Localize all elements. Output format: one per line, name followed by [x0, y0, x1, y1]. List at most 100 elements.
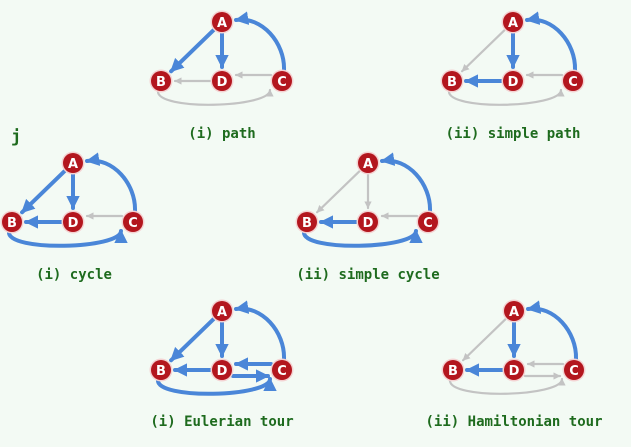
node-label: D — [68, 216, 79, 231]
node-label: D — [363, 216, 374, 231]
node-label: B — [156, 75, 166, 90]
label-simple-path: (ii) simple path — [445, 126, 581, 142]
node-a: A — [210, 299, 234, 323]
node-circle — [151, 71, 171, 91]
edge-b-c — [156, 377, 277, 396]
node-circle — [212, 12, 232, 32]
node-c: C — [270, 358, 294, 382]
node-d: D — [61, 210, 85, 234]
node-label: C — [277, 75, 287, 90]
node-a: A — [356, 151, 380, 175]
node-b: B — [440, 69, 464, 93]
node-label: C — [423, 216, 433, 231]
node-d: D — [502, 358, 526, 382]
node-label: B — [156, 364, 166, 379]
edge-a-b — [20, 169, 67, 215]
node-circle — [564, 360, 584, 380]
label-cycle: (i) cycle — [36, 267, 112, 283]
node-circle — [503, 12, 523, 32]
graph-path: A B D C — [149, 10, 294, 106]
node-b: B — [149, 69, 173, 93]
edge-b-c — [302, 229, 423, 248]
node-circle — [151, 360, 171, 380]
node-label: A — [508, 16, 518, 31]
node-label: C — [128, 216, 138, 231]
node-label: D — [217, 364, 228, 379]
node-label: C — [569, 364, 579, 379]
node-c: C — [416, 210, 440, 234]
node-label: D — [508, 75, 519, 90]
edge-c-a — [234, 11, 287, 72]
graph-simple-cycle: A B D C — [295, 151, 440, 248]
label-simple-cycle: (ii) simple cycle — [296, 267, 440, 283]
node-d: D — [501, 69, 525, 93]
edge-c-a — [380, 152, 433, 213]
node-label: A — [68, 157, 78, 172]
node-circle — [212, 360, 232, 380]
panel-letter: j — [11, 127, 22, 147]
node-circle — [212, 301, 232, 321]
graph-eulerian-tour: A B D C — [149, 299, 294, 396]
node-circle — [2, 212, 22, 232]
node-circle — [272, 71, 292, 91]
graph-cycle: A B D C — [0, 151, 145, 248]
node-circle — [63, 153, 83, 173]
node-circle — [63, 212, 83, 232]
edge-a-b — [169, 317, 216, 363]
label-hamiltonian-tour: (ii) Hamiltonian tour — [425, 414, 603, 430]
node-c: C — [561, 69, 585, 93]
node-label: A — [217, 305, 227, 320]
node-label: A — [509, 305, 519, 320]
node-a: A — [502, 299, 526, 323]
node-d: D — [210, 358, 234, 382]
node-circle — [504, 360, 524, 380]
node-c: C — [270, 69, 294, 93]
edge-c-a — [525, 11, 578, 72]
edge-a-b — [460, 29, 506, 73]
node-circle — [563, 71, 583, 91]
node-d: D — [210, 69, 234, 93]
node-label: C — [277, 364, 287, 379]
node-d: D — [356, 210, 380, 234]
node-a: A — [61, 151, 85, 175]
graph-hamiltonian-tour: A B D C — [441, 299, 586, 395]
node-label: B — [7, 216, 17, 231]
edge-b-c — [156, 88, 274, 106]
node-label: C — [568, 75, 578, 90]
edge-c-a — [234, 300, 287, 361]
node-circle — [358, 212, 378, 232]
edge-b-c — [7, 229, 128, 248]
edge-a-b — [461, 318, 507, 362]
node-circle — [272, 360, 292, 380]
node-c: C — [562, 358, 586, 382]
node-label: D — [509, 364, 520, 379]
node-circle — [443, 360, 463, 380]
node-circle — [504, 301, 524, 321]
node-b: B — [0, 210, 24, 234]
edge-b-c — [447, 88, 565, 106]
node-circle — [503, 71, 523, 91]
node-label: D — [217, 75, 228, 90]
node-circle — [123, 212, 143, 232]
node-label: B — [448, 364, 458, 379]
node-b: B — [295, 210, 319, 234]
edge-b-c — [448, 377, 566, 395]
node-a: A — [501, 10, 525, 34]
edge-c-a — [85, 152, 138, 213]
node-label: B — [302, 216, 312, 231]
edge-a-b — [315, 170, 361, 214]
node-label: B — [447, 75, 457, 90]
node-circle — [358, 153, 378, 173]
node-a: A — [210, 10, 234, 34]
node-circle — [442, 71, 462, 91]
graph-simple-path: A B D C — [440, 10, 585, 106]
node-b: B — [441, 358, 465, 382]
edge-a-b — [169, 28, 216, 74]
node-b: B — [149, 358, 173, 382]
node-circle — [297, 212, 317, 232]
node-circle — [418, 212, 438, 232]
label-eulerian-tour: (i) Eulerian tour — [150, 414, 294, 430]
node-c: C — [121, 210, 145, 234]
node-circle — [212, 71, 232, 91]
